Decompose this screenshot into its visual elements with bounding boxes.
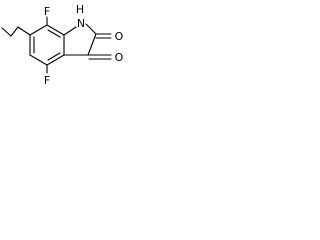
bonds: [1, 16, 112, 74]
bond-c7a-c7: [46, 24, 65, 36]
bond-c2-c3: [87, 33, 97, 56]
bond-c6-propyl1: [17, 26, 31, 36]
bond-c7a-n: [63, 26, 77, 36]
atom-n: N: [77, 17, 85, 30]
molecule-structure: F H N O O F: [1, 3, 124, 87]
bond-c7-c6: [29, 24, 48, 36]
double-bond-c4-c3a-inner: [47, 52, 61, 61]
bond-propyl2-propyl3: [1, 27, 12, 37]
bond-c5-c4: [29, 54, 48, 66]
bond-c4-c3a: [46, 54, 65, 66]
bond-propyl1-propyl2: [10, 26, 19, 37]
atom-f-top: F: [44, 5, 50, 18]
atom-labels: F H N O O F: [44, 3, 124, 87]
atom-h: H: [76, 3, 84, 16]
atom-f-bottom: F: [44, 74, 50, 87]
atom-o-upper: O: [115, 30, 124, 43]
atom-o-lower: O: [115, 51, 124, 64]
bond-n-c2: [85, 23, 97, 35]
double-bond-c7a-c7-inner: [47, 29, 61, 38]
